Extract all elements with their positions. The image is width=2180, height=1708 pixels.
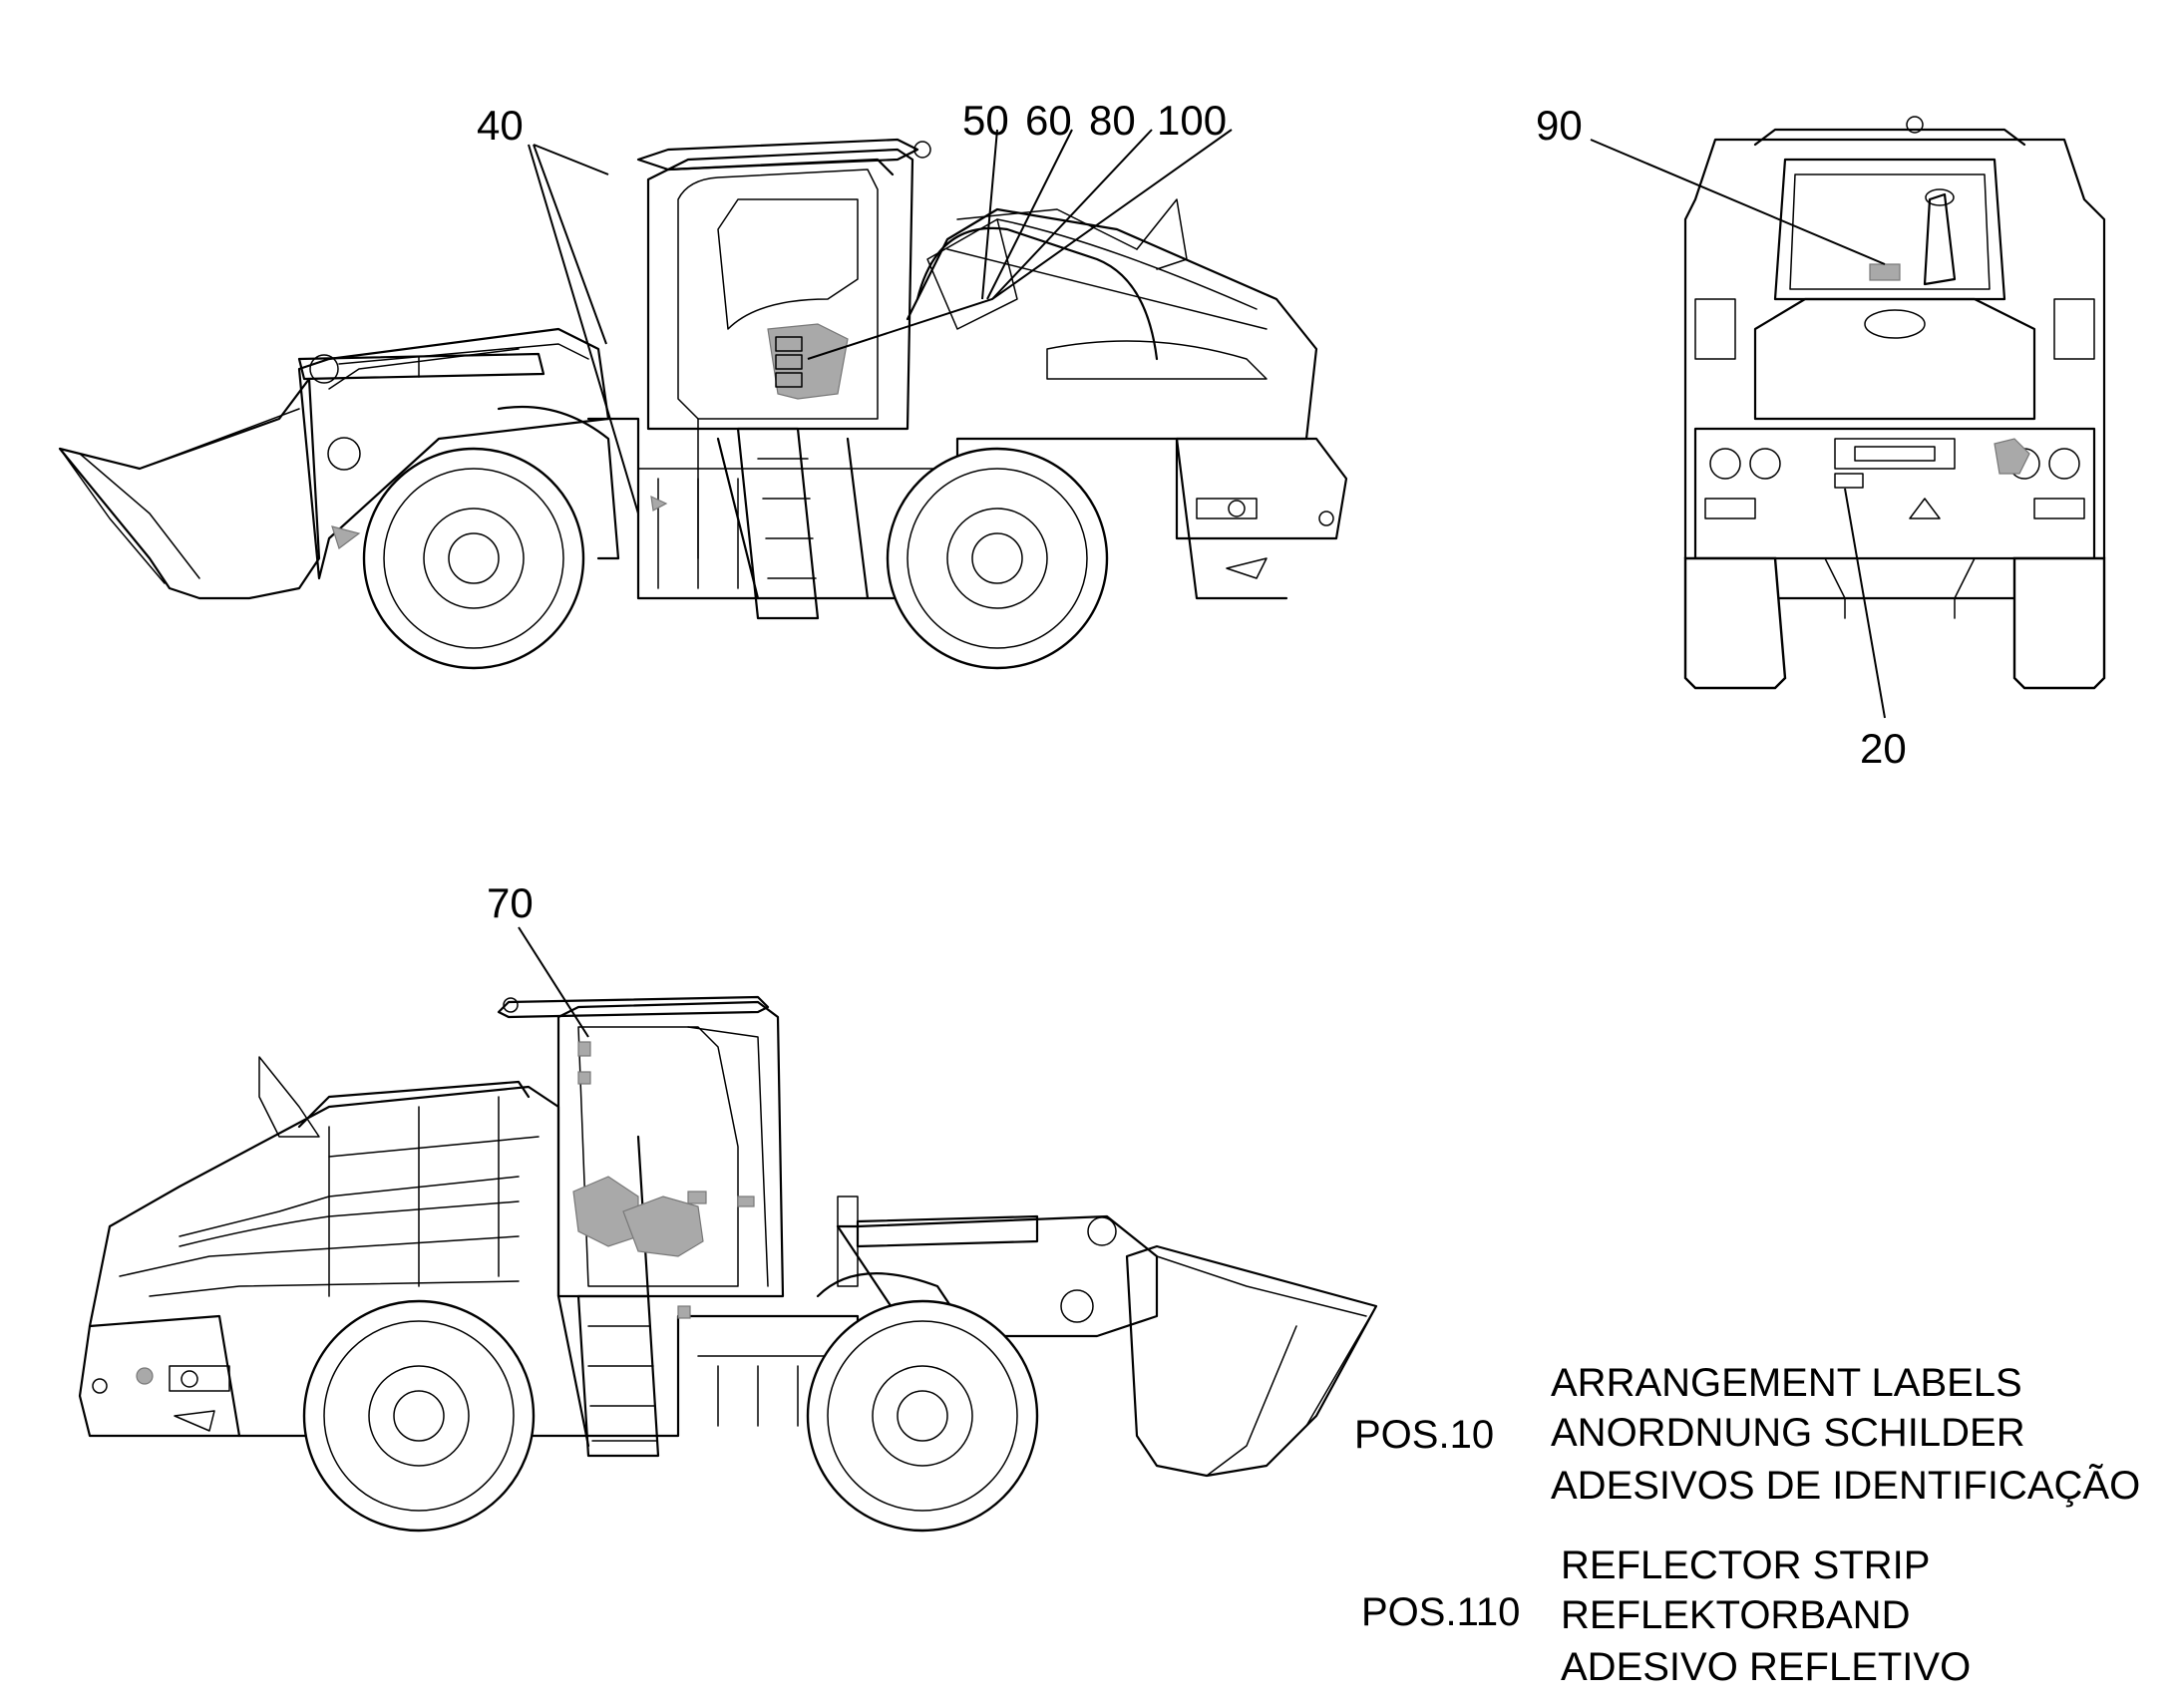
label-patch-20 bbox=[1994, 438, 2030, 475]
label-patch-70-a bbox=[577, 1041, 591, 1057]
label-patch-40-b bbox=[650, 495, 668, 512]
right-side-view bbox=[78, 926, 1378, 1533]
callout-50: 50 bbox=[962, 97, 1009, 144]
callout-100: 100 bbox=[1157, 97, 1227, 144]
legend-pos10: POS.10 ARRANGEMENT LABELS ANORDNUNG SCHI… bbox=[1354, 1361, 2140, 1508]
callout-40: 40 bbox=[477, 102, 524, 149]
label-patch-70-d bbox=[622, 1196, 704, 1257]
legend-pos10-line-1: ARRANGEMENT LABELS bbox=[1551, 1361, 2022, 1405]
callout-80: 80 bbox=[1089, 97, 1136, 144]
callout-20: 20 bbox=[1860, 725, 1907, 772]
callout-60: 60 bbox=[1025, 97, 1072, 144]
callout-70: 70 bbox=[487, 879, 534, 926]
left-side-view bbox=[58, 129, 1348, 670]
label-patch-90 bbox=[1869, 263, 1901, 281]
label-patch-70-b bbox=[577, 1071, 591, 1085]
rear-view bbox=[1590, 116, 2106, 719]
label-patch-40-a bbox=[331, 525, 361, 549]
legend-pos110-line-2: REFLEKTORBAND bbox=[1561, 1593, 1910, 1637]
legend-pos10-line-2: ANORDNUNG SCHILDER bbox=[1551, 1411, 2025, 1455]
legend-pos110-line-1: REFLECTOR STRIP bbox=[1561, 1543, 1930, 1587]
legend-pos10-line-3: ADESIVOS DE IDENTIFICAÇÃO bbox=[1551, 1463, 2140, 1508]
legend-pos10-label: POS.10 bbox=[1354, 1413, 1494, 1457]
legend-pos110: POS.110 REFLECTOR STRIP REFLEKTORBAND AD… bbox=[1361, 1543, 1971, 1689]
legend-pos110-line-3: ADESIVO REFLETIVO bbox=[1561, 1645, 1971, 1689]
label-patch-50-100 bbox=[767, 323, 849, 400]
callout-90: 90 bbox=[1536, 102, 1583, 149]
legend-pos110-label: POS.110 bbox=[1361, 1590, 1520, 1634]
